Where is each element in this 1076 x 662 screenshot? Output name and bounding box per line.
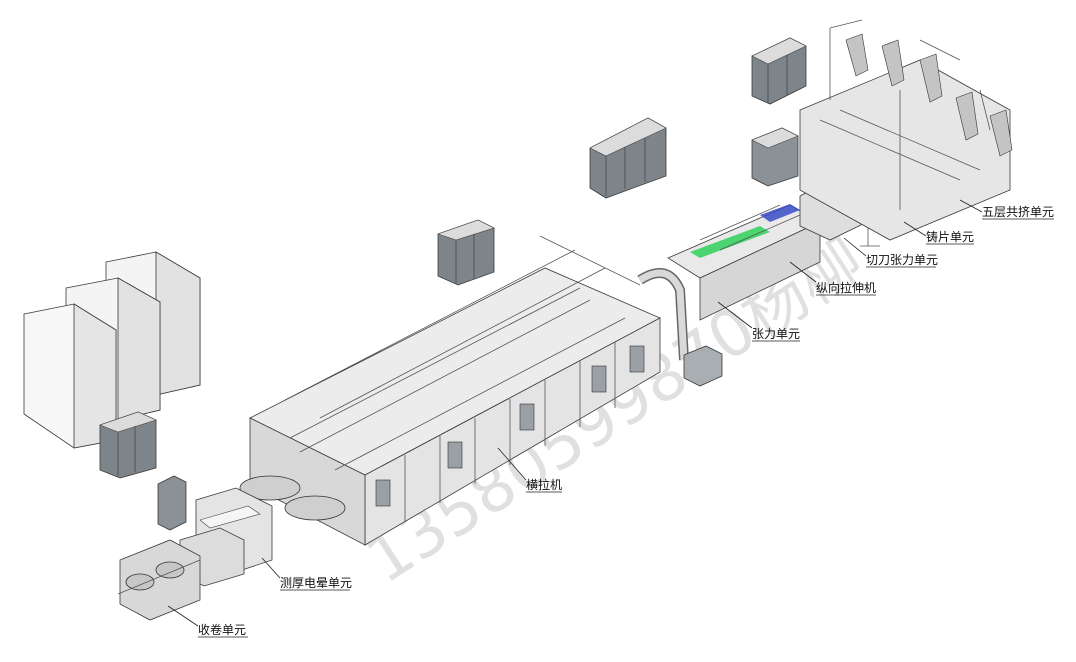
tdo-access-doors (375, 345, 645, 507)
control-cabinet (437, 219, 495, 286)
label-text: 五层共挤单元 (982, 204, 1054, 219)
upright-cabinet (157, 475, 187, 531)
label-text: 收卷单元 (198, 622, 246, 637)
label-knife-tension: 切刀张力单元 (843, 237, 938, 268)
label-text: 横拉机 (526, 477, 562, 492)
film-green (690, 226, 770, 258)
label-text: 测厚电晕单元 (280, 576, 352, 590)
control-cabinet (589, 117, 667, 199)
label-coextrusion: 五层共挤单元 (959, 199, 1054, 220)
label-casting: 铸片单元 (903, 221, 974, 245)
hopper-dryers (845, 33, 1013, 157)
tdo-section-joints (404, 342, 616, 522)
control-cabinets (99, 37, 807, 531)
control-cabinet (751, 37, 807, 105)
label-mdo: 纵向拉伸机 (789, 261, 876, 296)
mdo-machine (667, 204, 821, 321)
label-thickness-corona: 测厚电晕单元 (261, 557, 352, 591)
large-cabinets (23, 251, 201, 449)
film-blue (760, 204, 800, 222)
large-cabinet (23, 303, 117, 449)
label-tdo: 横拉机 (497, 447, 562, 493)
exhaust-duct (637, 267, 723, 387)
tdo-top-frames (284, 235, 641, 471)
label-text: 铸片单元 (926, 229, 974, 244)
tdo-exit-chain (239, 475, 346, 521)
label-tension: 张力单元 (717, 301, 800, 342)
winder-unit (117, 539, 201, 621)
label-text: 张力单元 (752, 327, 800, 341)
label-winder: 收卷单元 (167, 605, 248, 638)
control-cabinet (99, 411, 157, 479)
control-cabinet (751, 127, 799, 187)
label-text: 切刀张力单元 (866, 253, 938, 267)
label-text: 纵向拉伸机 (816, 280, 876, 295)
tdo-machine (239, 235, 661, 546)
coextrusion-unit (799, 19, 1013, 241)
